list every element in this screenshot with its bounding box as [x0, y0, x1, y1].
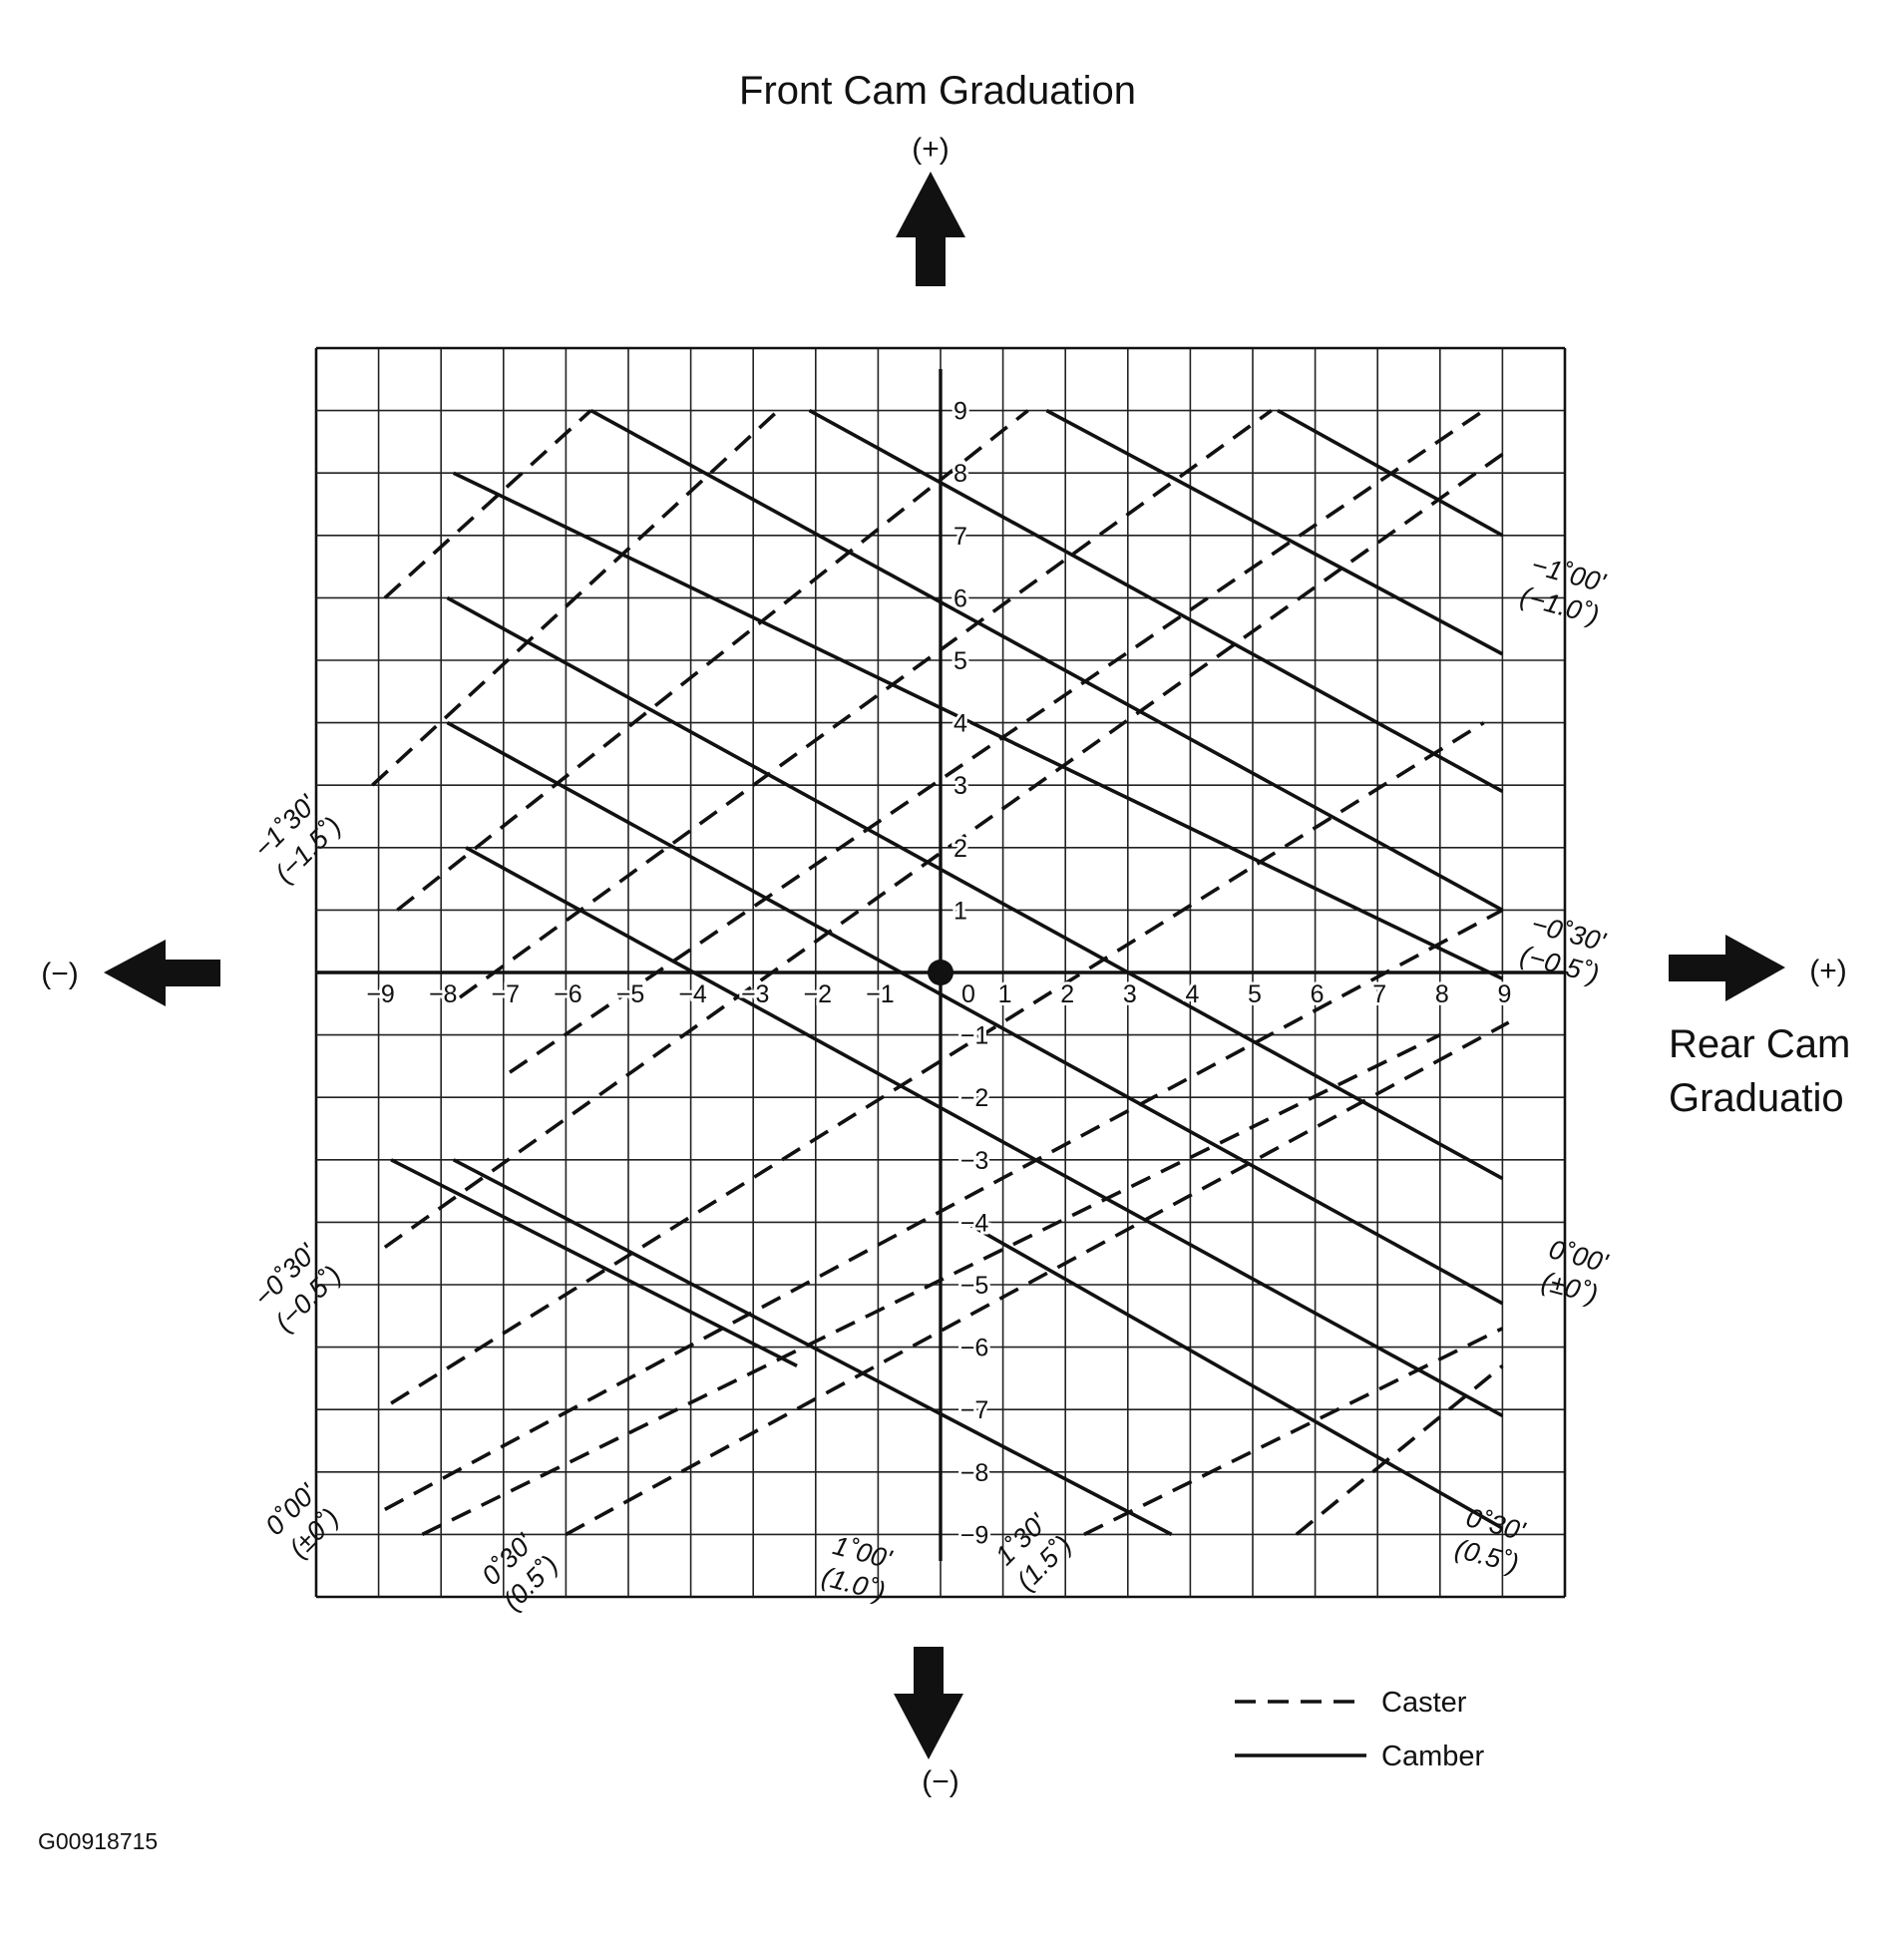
caster-line	[371, 409, 780, 787]
caster-line	[565, 1020, 1510, 1536]
x-tick-label: 3	[1123, 980, 1137, 1008]
caster-line	[383, 452, 1504, 1249]
caster-line	[1295, 1363, 1504, 1536]
line-label-bottom-1: 1˚30' (1.5˚)	[989, 1508, 1077, 1597]
x-tick-label: 6	[1311, 980, 1325, 1008]
left-arrow-icon	[104, 940, 220, 1006]
front-plus-label: (+)	[912, 133, 950, 166]
x-tick-label: 9	[1497, 980, 1511, 1008]
reference-code: G00918715	[38, 1828, 158, 1854]
legend-caster-label: Caster	[1381, 1687, 1467, 1719]
y-tick-label: 2	[953, 835, 967, 863]
y-tick-label: 9	[953, 398, 967, 426]
y-tick-label: −3	[960, 1147, 989, 1175]
line-label-bottom-3: 0˚30' (0.5˚)	[476, 1528, 564, 1617]
front-minus-label: (−)	[922, 1765, 959, 1798]
caster-line	[384, 908, 1504, 1511]
line-label-lower-left-2: −0˚30' (−0.5˚)	[248, 1238, 347, 1338]
x-tick-label: 5	[1248, 980, 1262, 1008]
y-tick-label: 8	[953, 460, 967, 488]
x-tick-label: 4	[1185, 980, 1199, 1008]
x-tick-label: −3	[741, 980, 770, 1008]
rear-title-line1: Rear Cam	[1669, 1022, 1850, 1066]
caster-line	[383, 409, 592, 599]
camber-line	[589, 409, 1504, 912]
legend: Caster Camber	[1235, 1687, 1484, 1772]
caster-line	[458, 409, 1273, 999]
down-arrow-icon	[894, 1647, 963, 1759]
camber-line	[1045, 409, 1504, 656]
line-label-bottom-2: 1˚00' (1.0˚)	[819, 1530, 896, 1607]
diagram-title: Front Cam Graduation	[739, 69, 1136, 113]
y-tick-label: −2	[960, 1084, 989, 1112]
x-tick-label: −2	[804, 980, 833, 1008]
line-label-lower-left-1: 0˚00' (±0˚)	[259, 1478, 345, 1564]
camber-line	[452, 1158, 1173, 1536]
caster-line	[390, 721, 1485, 1405]
x-tick-label: 8	[1435, 980, 1449, 1008]
x-tick-label: 2	[1060, 980, 1074, 1008]
y-tick-label: 3	[953, 772, 967, 800]
legend-camber-label: Camber	[1381, 1741, 1484, 1772]
x-tick-label: −6	[554, 980, 582, 1008]
camber-line	[446, 595, 1504, 1181]
rear-title-line2: Graduatio	[1669, 1076, 1844, 1120]
line-label-lower-right-2: 0˚30' (0.5˚)	[1452, 1502, 1529, 1579]
camber-lines	[390, 409, 1504, 1536]
y-tick-label: 5	[953, 647, 967, 675]
camber-line	[452, 471, 1504, 980]
camber-line	[465, 846, 1504, 1418]
up-arrow-icon	[896, 172, 965, 286]
line-label-upper-left: −1˚30' (−1.5˚)	[248, 789, 347, 889]
y-tick-label: 7	[953, 523, 967, 551]
origin-point	[928, 960, 953, 985]
x-tick-label: −9	[366, 980, 395, 1008]
x-tick-label: 0	[961, 980, 975, 1008]
caster-lines	[371, 409, 1510, 1537]
x-tick-label: −1	[866, 980, 895, 1008]
y-tick-label: 1	[953, 897, 967, 925]
line-label-lower-right-1: 0˚00' (±0˚)	[1538, 1234, 1611, 1310]
x-tick-label: −8	[429, 980, 458, 1008]
y-tick-label: −7	[960, 1396, 989, 1424]
camber-line	[390, 1158, 798, 1367]
y-tick-label: −8	[960, 1459, 989, 1487]
x-tick-label: −5	[616, 980, 645, 1008]
caster-line	[396, 409, 1029, 912]
camber-line	[446, 721, 1504, 1306]
caster-line	[421, 1032, 1441, 1537]
x-tick-label: −7	[492, 980, 521, 1008]
rear-minus-label: (−)	[41, 958, 79, 990]
camber-line	[964, 1220, 1504, 1530]
y-tick-label: −9	[960, 1521, 989, 1549]
camber-line	[808, 409, 1504, 794]
rear-plus-label: (+)	[1809, 955, 1847, 987]
caster-line	[1083, 1327, 1504, 1537]
x-tick-label: 7	[1372, 980, 1386, 1008]
y-tick-label: −1	[960, 1022, 989, 1050]
y-tick-label: 6	[953, 584, 967, 612]
y-tick-label: −6	[960, 1335, 989, 1362]
right-arrow-icon	[1669, 935, 1785, 1001]
x-tick-label: −4	[678, 980, 707, 1008]
y-tick-label: −4	[960, 1209, 989, 1237]
y-tick-label: −5	[960, 1272, 989, 1300]
x-tick-label: 1	[998, 980, 1012, 1008]
y-tick-label: 4	[953, 710, 967, 738]
